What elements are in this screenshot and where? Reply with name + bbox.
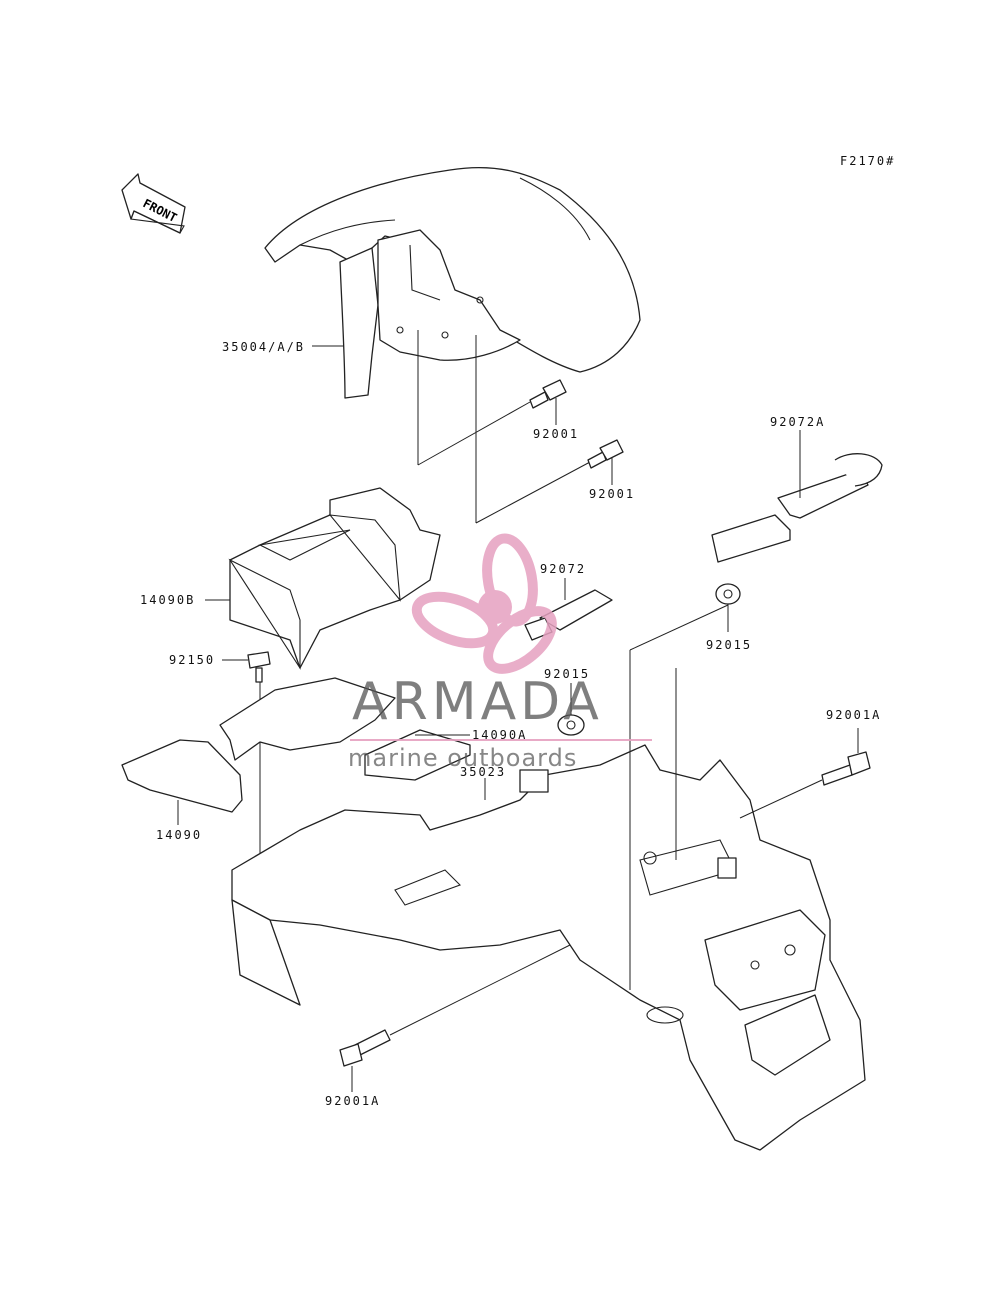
part-label-92001a-right: 92001A	[826, 708, 882, 722]
tail-piece-14090	[121, 739, 243, 825]
bolt-92001a-right	[739, 728, 871, 819]
rear-fender-35023	[231, 744, 866, 1151]
screw-92150	[222, 651, 271, 855]
front-arrow-icon: FRONT	[121, 173, 186, 234]
part-label-92072a: 92072A	[770, 415, 826, 429]
part-label-14090a: 14090A	[472, 728, 528, 742]
part-label-14090: 14090	[156, 828, 203, 842]
part-label-92001-lower: 92001	[589, 487, 636, 501]
part-label-92001-upper: 92001	[533, 427, 580, 441]
part-label-92015-left: 92015	[544, 667, 591, 681]
part-label-92072: 92072	[540, 562, 587, 576]
bolt-92001a-left	[339, 944, 571, 1092]
part-label-35023: 35023	[460, 765, 507, 779]
part-label-92150: 92150	[169, 653, 216, 667]
watermark-brand: ARMADA	[352, 672, 603, 732]
part-label-92015-right: 92015	[706, 638, 753, 652]
tray-14090b	[205, 487, 441, 670]
part-label-35004: 35004/A/B	[222, 340, 306, 354]
bolt-92001-upper	[529, 379, 567, 425]
bolt-92001-lower	[587, 439, 624, 485]
front-fender	[264, 166, 641, 399]
watermark-tagline: marine outboards	[348, 744, 578, 772]
strap-92072a	[711, 430, 883, 563]
propeller-logo-icon	[411, 533, 557, 674]
nut-92015-left	[557, 683, 585, 736]
part-label-14090b: 14090B	[140, 593, 196, 607]
figure-code: F2170#	[840, 154, 896, 168]
plate-14090a	[219, 677, 471, 781]
part-label-92001a-left: 92001A	[325, 1094, 381, 1108]
nut-92015-right	[715, 583, 741, 632]
